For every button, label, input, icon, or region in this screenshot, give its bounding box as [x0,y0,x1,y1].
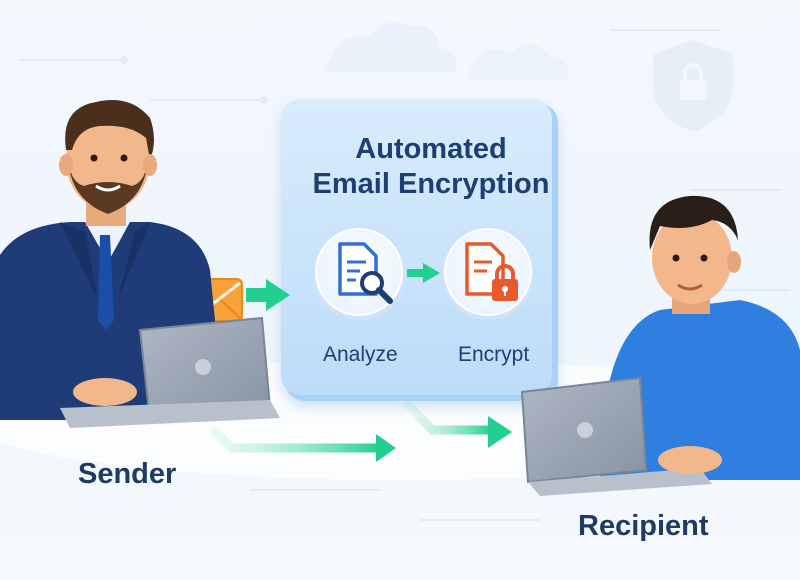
send-arrow [246,279,290,311]
diagram-title: Automated Email Encryption [300,132,562,202]
analyze-step-icon [311,224,407,320]
encryption-card [281,99,558,401]
encrypt-step-icon [440,224,536,320]
recipient-figure [600,195,800,480]
document-lock-icon [465,242,518,301]
encrypt-label: Encrypt [458,343,530,366]
title-line-1: Automated [355,133,507,165]
recipient-laptop [520,376,722,496]
flow-arrow-bottom [210,400,512,462]
step-connector-arrow [407,263,440,283]
sender-laptop [60,316,280,428]
analyze-label: Analyze [323,343,398,366]
document-search-icon [338,242,393,304]
recipient-label: Recipient [578,510,709,542]
sender-label: Sender [78,458,177,490]
shield-lock-icon [653,40,733,132]
title-line-2: Email Encryption [312,168,550,200]
